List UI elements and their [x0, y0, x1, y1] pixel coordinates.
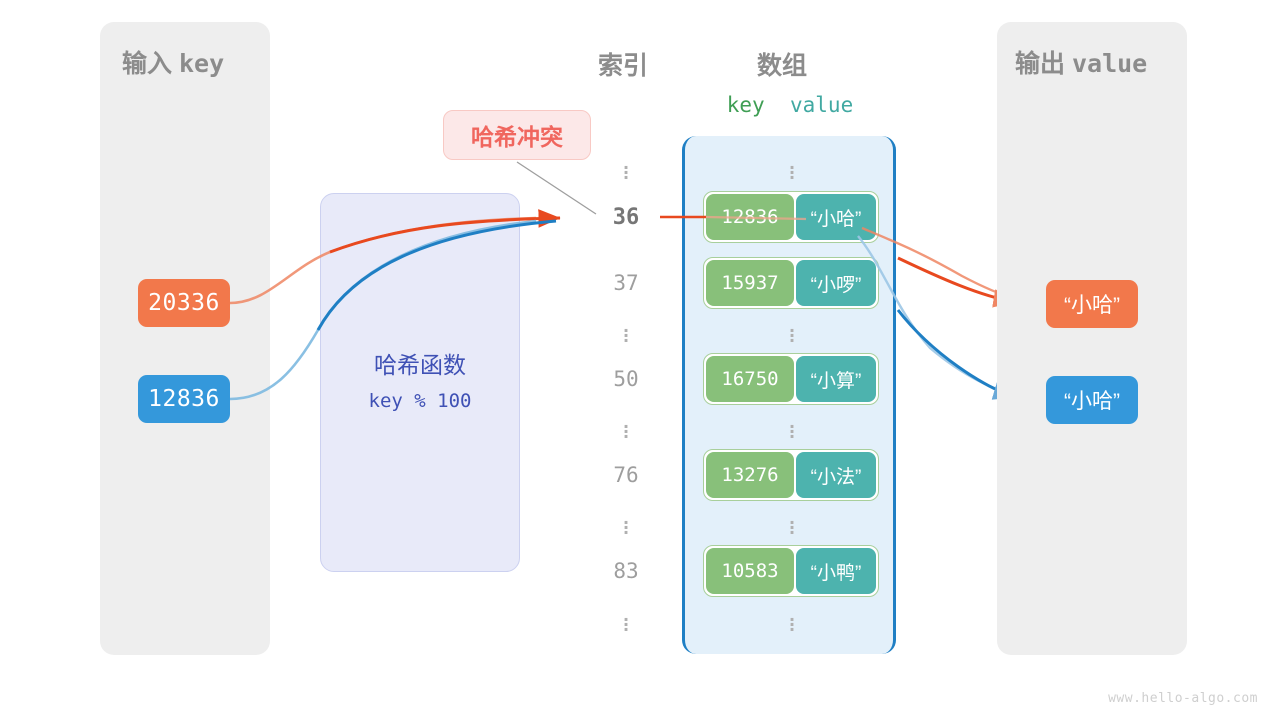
input-key-chip-1: 12836 [138, 375, 230, 423]
input-key-panel: 输入 key [100, 22, 270, 655]
bucket-key-cell: 16750 [706, 356, 794, 402]
index-ellipsis: ... [623, 507, 629, 539]
array-ellipsis: ... [789, 604, 795, 636]
bucket-value-cell: “小啰” [796, 260, 876, 306]
bucket-key-cell: 13276 [706, 452, 794, 498]
bucket-value-cell: “小法” [796, 452, 876, 498]
bucket-83: 10583“小鸭” [703, 545, 879, 597]
index-ellipsis: ... [623, 315, 629, 347]
input-key-chip-0: 20336 [138, 279, 230, 327]
bucket-key-cell: 10583 [706, 548, 794, 594]
output-value-chip-0: “小哈” [1046, 280, 1138, 328]
key-value-heading: key value [684, 93, 896, 117]
index-column-heading: 索引 [598, 52, 649, 80]
bucket-76: 13276“小法” [703, 449, 879, 501]
index-label-36: 36 [612, 205, 640, 230]
bucket-key-cell: 12836 [706, 194, 794, 240]
array-column-heading: 数组 [757, 52, 808, 80]
bucket-37: 15937“小啰” [703, 257, 879, 309]
output-panel-title: 输出 value [1015, 49, 1148, 78]
hash-function-box: 哈希函数 key % 100 [320, 193, 520, 572]
bucket-key-cell: 15937 [706, 260, 794, 306]
bucket-36: 12836“小哈” [703, 191, 879, 243]
output-value-chip-1: “小哈” [1046, 376, 1138, 424]
array-ellipsis: ... [789, 152, 795, 184]
bucket-value-cell: “小哈” [796, 194, 876, 240]
bucket-value-cell: “小鸭” [796, 548, 876, 594]
bucket-50: 16750“小算” [703, 353, 879, 405]
key-heading-label: key [726, 93, 765, 117]
index-label-83: 83 [613, 559, 639, 583]
array-ellipsis: ... [789, 411, 795, 443]
array-ellipsis: ... [789, 507, 795, 539]
array-ellipsis: ... [789, 315, 795, 347]
array-container: ...12836“小哈”15937“小啰”...16750“小算”...1327… [682, 136, 896, 654]
hash-collision-badge: 哈希冲突 [443, 110, 591, 160]
hash-function-title: 哈希函数 [374, 352, 466, 378]
index-ellipsis: ... [623, 152, 629, 184]
value-heading-label: value [790, 93, 854, 117]
index-label-76: 76 [613, 463, 639, 487]
index-label-37: 37 [613, 271, 639, 295]
hash-function-expression: key % 100 [368, 390, 472, 412]
input-panel-title: 输入 key [122, 49, 225, 78]
index-ellipsis: ... [623, 604, 629, 636]
bucket-value-cell: “小算” [796, 356, 876, 402]
index-column: ... 36 37... 50... 76... 83... [590, 140, 662, 645]
output-value-panel: 输出 value [997, 22, 1187, 655]
watermark: www.hello-algo.com [1108, 691, 1258, 706]
index-label-50: 50 [613, 367, 639, 391]
index-ellipsis: ... [623, 411, 629, 443]
